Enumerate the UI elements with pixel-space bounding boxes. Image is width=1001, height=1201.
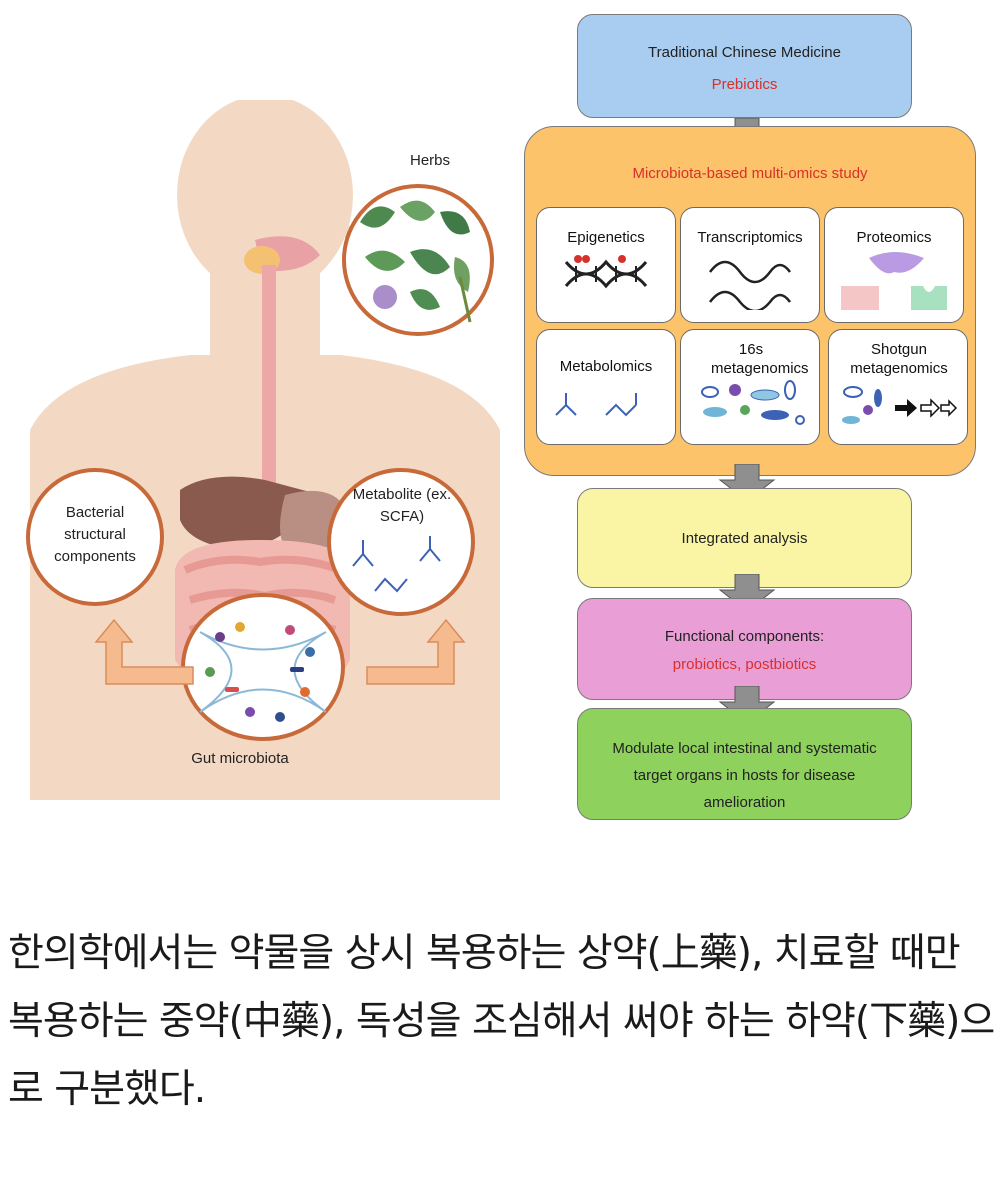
caption-paragraph: 한의학에서는 약물을 상시 복용하는 상약(上藥), 치료할 때만 복용하는 중… — [8, 931, 995, 1112]
card-shotgun: Shotgun metagenomics — [828, 329, 968, 445]
herbs-label: Herbs — [409, 152, 450, 169]
metabolite-circle — [327, 468, 475, 616]
metabolite-label: Metabolite (ex. SCFA) — [352, 486, 452, 525]
omics-title: Microbiota-based multi-omics study — [632, 165, 868, 182]
integrated-label: Integrated analysis — [681, 530, 808, 547]
bacteria-icon — [701, 380, 805, 425]
tcm-title: Traditional Chinese Medicine — [648, 44, 841, 61]
protein-icon — [841, 252, 947, 310]
tcm-sub: Prebiotics — [711, 76, 778, 93]
scfa-icon — [555, 393, 637, 417]
card-proteomics: Proteomics — [824, 207, 964, 323]
left-up-arrow — [94, 618, 194, 685]
modulate-label: Modulate local intestinal and systematic… — [612, 740, 877, 811]
shotgun-icon — [842, 386, 958, 424]
functional-title: Functional components: — [664, 628, 825, 645]
body-illustration — [30, 100, 500, 800]
functional-sub: probiotics, postbiotics — [672, 656, 817, 673]
functional-box: Functional components: probiotics, postb… — [577, 598, 912, 700]
gut-microbiota-circle — [181, 593, 345, 741]
herbs-circle — [342, 184, 494, 336]
right-up-arrow — [366, 618, 466, 685]
dna-icon — [564, 255, 648, 289]
bacterial-label: Bacterial structural components — [54, 504, 136, 565]
gut-label: Gut microbiota — [191, 750, 289, 767]
card-epigenetics: Epigenetics — [536, 207, 676, 323]
integrated-box: Integrated analysis — [577, 488, 912, 588]
tcm-box: Traditional Chinese Medicine Prebiotics — [577, 14, 912, 118]
card-16s: 16s metagenomics — [680, 329, 820, 445]
modulate-box: Modulate local intestinal and systematic… — [577, 708, 912, 820]
bacterial-circle — [26, 468, 164, 606]
card-transcriptomics: Transcriptomics — [680, 207, 820, 323]
card-metabolomics: Metabolomics — [536, 329, 676, 445]
rna-icon — [709, 260, 792, 313]
